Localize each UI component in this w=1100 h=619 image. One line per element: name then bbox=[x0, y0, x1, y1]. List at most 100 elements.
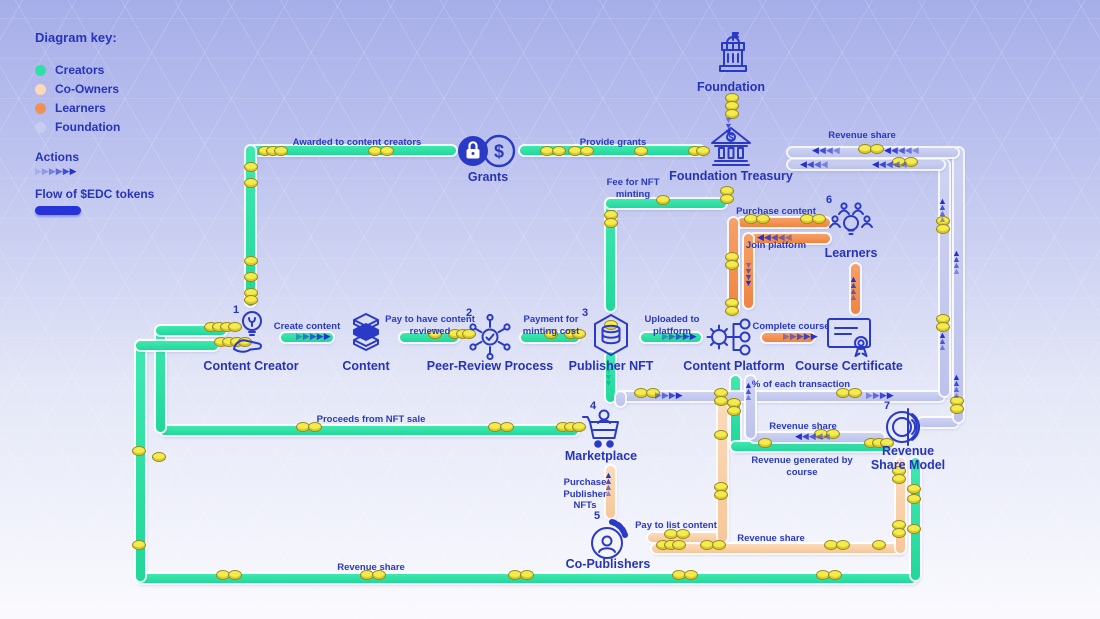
token-coin-icon bbox=[826, 429, 840, 439]
legend-label: Co-Owners bbox=[55, 82, 120, 96]
token-coin-icon bbox=[892, 528, 906, 538]
pipe-pay-to-list-up bbox=[718, 395, 727, 542]
flow-label-pct-transaction: % of each transaction bbox=[751, 379, 851, 390]
flow-label-purchase-publisher-nfts: Purchase Publisher NFTs bbox=[563, 477, 607, 512]
node-grants-label: Grants bbox=[467, 170, 509, 184]
token-flow-bar-icon bbox=[35, 206, 81, 215]
diagram-key-title: Diagram key: bbox=[35, 30, 117, 45]
pipe-revshare-copub-down bbox=[896, 458, 905, 553]
pipe-proceeds bbox=[160, 426, 578, 435]
node-peer-review bbox=[464, 311, 516, 363]
token-coin-icon bbox=[244, 256, 258, 266]
flow-arrows-icon: ▲▲▲ bbox=[744, 380, 753, 403]
pipe-certificate-to-learners bbox=[851, 264, 860, 314]
node-learners bbox=[825, 200, 877, 246]
learners-dot-icon bbox=[35, 102, 46, 114]
node-content bbox=[342, 308, 390, 358]
pipe-revshare-copub bbox=[652, 544, 902, 553]
pipe-model-to-bottom bbox=[911, 458, 920, 580]
token-coin-icon bbox=[725, 260, 739, 270]
flow-label-provide-grants: Provide grants bbox=[579, 137, 647, 148]
pipe-purchase-publisher-nfts bbox=[606, 466, 615, 518]
token-coin-icon bbox=[274, 146, 288, 156]
flow-arrows-icon: ▼▼▼ bbox=[724, 115, 733, 138]
token-coin-icon bbox=[646, 388, 660, 398]
node-foundation-label: Foundation bbox=[696, 80, 766, 94]
token-coin-icon bbox=[812, 214, 826, 224]
pipe-complete-course bbox=[762, 333, 814, 342]
flow-label-revenue-share-copub: Revenue share bbox=[737, 533, 805, 544]
token-coin-icon bbox=[428, 329, 442, 339]
flow-arrows-icon: ▼▼▼▼ bbox=[744, 260, 753, 289]
token-coin-icon bbox=[848, 388, 862, 398]
token-coin-icon bbox=[714, 490, 728, 500]
token-coin-icon bbox=[712, 540, 726, 550]
node-content-platform bbox=[704, 313, 756, 361]
token-coin-icon bbox=[244, 272, 258, 282]
token-coin-icon bbox=[244, 162, 258, 172]
flow-arrows-icon: ◀◀◀◀◀ bbox=[757, 232, 792, 242]
svg-text:$: $ bbox=[494, 142, 504, 162]
pipe-awarded bbox=[250, 146, 456, 155]
pipe-join-platform-down bbox=[744, 234, 753, 308]
flow-label-revenue-share-bottom: Revenue share bbox=[337, 562, 405, 573]
pipe-proceeds-into-creator bbox=[156, 326, 226, 335]
actions-label: Actions bbox=[35, 150, 80, 164]
node-marketplace-number: 4 bbox=[590, 400, 597, 412]
node-revenue-model-number: 7 bbox=[884, 400, 891, 412]
token-coin-icon bbox=[836, 540, 850, 550]
node-revenue-share-model bbox=[879, 402, 931, 452]
flow-label-purchase-content: Purchase content bbox=[736, 206, 816, 217]
token-coin-icon bbox=[132, 540, 146, 550]
actions-arrow-icon: ▶▶▶▶▶▶ bbox=[35, 166, 77, 176]
node-content-creator bbox=[225, 308, 277, 360]
content-creator-icon bbox=[225, 308, 277, 360]
token-coin-icon bbox=[872, 540, 886, 550]
legend-label: Foundation bbox=[55, 120, 121, 134]
pipe-proceeds-up bbox=[156, 326, 165, 432]
flow-arrows-icon: ▶▶▶▶▶ bbox=[296, 331, 331, 341]
flow-label-revenue-share-mid: Revenue share bbox=[769, 421, 837, 432]
learners-icon bbox=[825, 200, 877, 246]
token-coin-icon bbox=[725, 306, 739, 316]
token-coin-icon bbox=[696, 146, 710, 156]
token-coin-icon bbox=[500, 422, 514, 432]
legend-item-co-owners: Co-Owners bbox=[35, 82, 154, 96]
token-coin-icon bbox=[634, 146, 648, 156]
flow-label-join-platform: Join platform bbox=[745, 240, 807, 251]
legend-item-learners: Learners bbox=[35, 101, 154, 115]
token-coin-icon bbox=[228, 570, 242, 580]
token-coin-icon bbox=[544, 329, 558, 339]
flow-label-create-content: Create content bbox=[273, 321, 341, 332]
token-coin-icon bbox=[676, 529, 690, 539]
node-publisher-nft bbox=[587, 311, 635, 361]
pipe-pct-stub bbox=[616, 392, 625, 406]
flow-arrows-icon: ◀◀◀◀◀ bbox=[872, 159, 907, 169]
co-publishers-icon bbox=[582, 514, 634, 564]
flow-arrows-icon: ▶▶▶▶ bbox=[866, 390, 894, 400]
token-coin-icon bbox=[936, 322, 950, 332]
flow-arrows-icon: ▲▲▲▲ bbox=[952, 248, 961, 277]
pipe-uploaded bbox=[641, 333, 701, 342]
node-foundation-treasury-label: Foundation Treasury bbox=[669, 169, 793, 183]
node-foundation-treasury: $ bbox=[707, 124, 755, 172]
token-coin-icon bbox=[907, 524, 921, 534]
node-co-publishers-number: 5 bbox=[594, 510, 601, 522]
marketplace-icon bbox=[577, 402, 625, 452]
token-coin-icon bbox=[714, 430, 728, 440]
flow-label-revenue-generated: Revenue generated by course bbox=[751, 455, 853, 478]
node-peer-review-number: 2 bbox=[466, 307, 473, 319]
legend-item-creators: Creators bbox=[35, 63, 154, 77]
flow-label-uploaded: Uploaded to platform bbox=[644, 314, 700, 337]
token-coin-icon bbox=[828, 570, 842, 580]
token-coin-icon bbox=[892, 474, 906, 484]
token-coin-icon bbox=[672, 540, 686, 550]
foundation-dot-icon bbox=[35, 121, 46, 133]
foundation-icon bbox=[707, 30, 755, 78]
token-coin-icon bbox=[520, 570, 534, 580]
token-coin-icon bbox=[950, 404, 964, 414]
foundation-treasury-icon: $ bbox=[707, 124, 755, 172]
flow-arrows-icon: ▶▶▶▶▶ bbox=[783, 331, 818, 341]
